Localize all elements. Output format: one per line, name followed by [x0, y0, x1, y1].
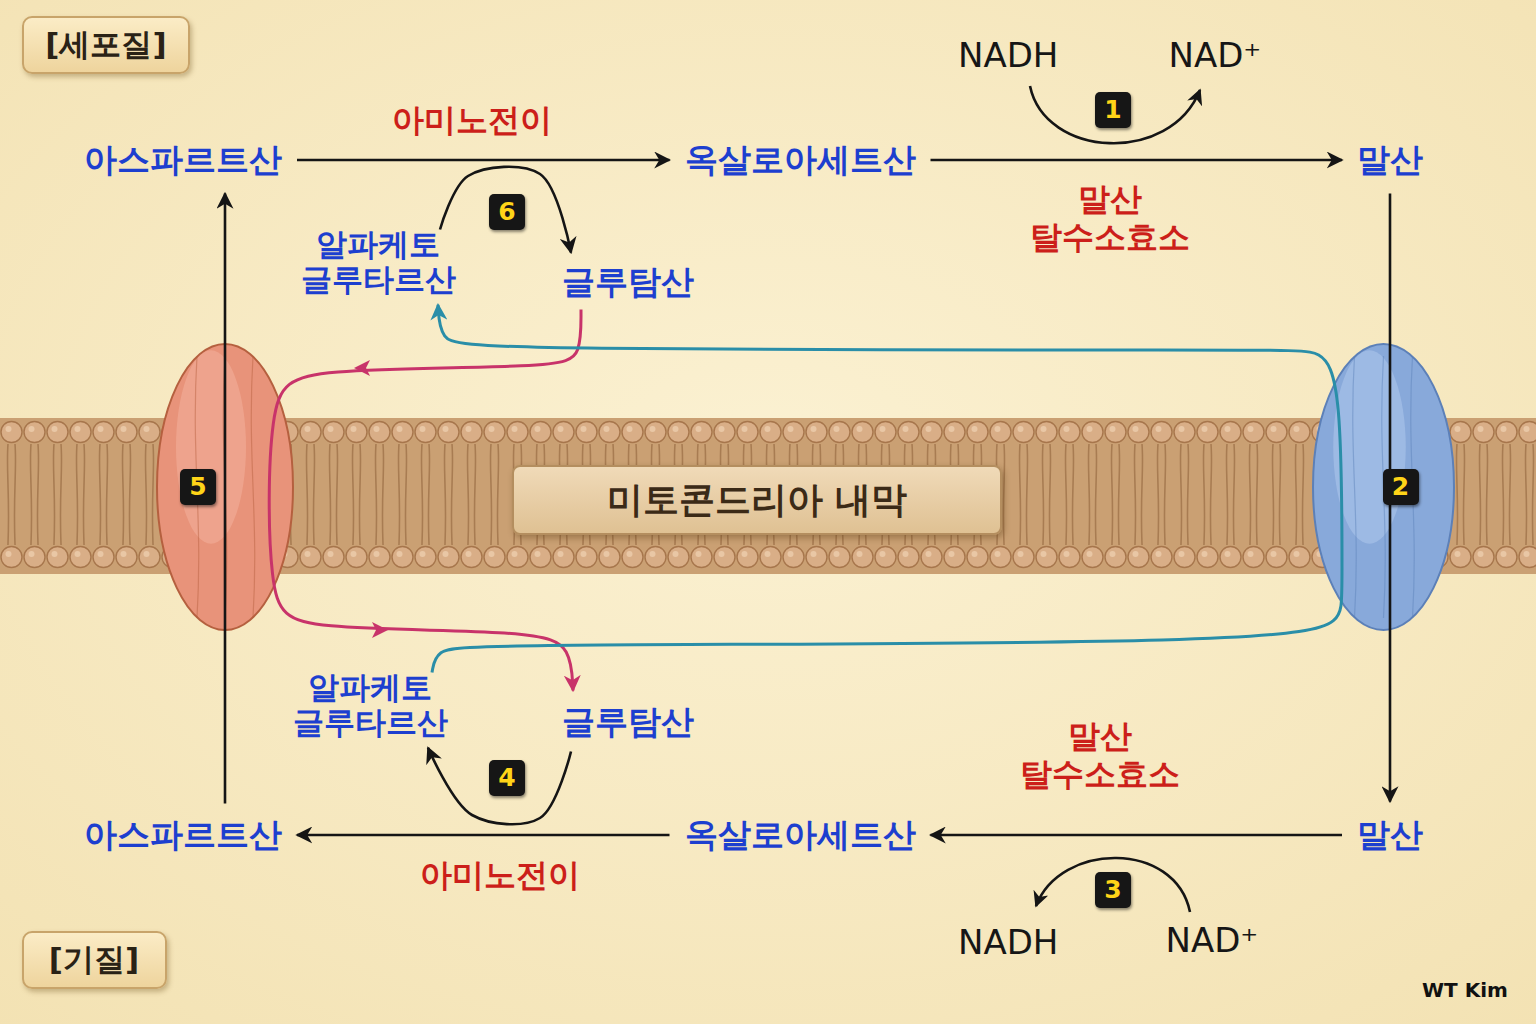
transporter-groove	[1352, 356, 1355, 618]
flow-chevron	[354, 360, 370, 376]
transporter-body	[1313, 344, 1454, 630]
callout-number: 5	[180, 469, 216, 505]
transporter-highlight	[1333, 350, 1406, 543]
metabolite-label: 알파케토 글루타르산	[280, 669, 460, 742]
node-text: [세포질]	[45, 24, 166, 66]
connector-arrow	[1389, 194, 1392, 802]
metabolite-label: 글루탐산	[559, 699, 697, 746]
membrane-label: 미토콘드리아 내막	[512, 465, 1002, 535]
metabolite-label: 아스파르트산	[81, 812, 285, 859]
cofactor-arc	[1030, 86, 1200, 143]
transporter-highlight	[176, 350, 246, 543]
callout-number: 2	[1383, 469, 1419, 505]
connector-arrow	[432, 305, 1342, 673]
node-text: 알파케토 글루타르산	[280, 669, 460, 742]
callout-number: 4	[489, 760, 525, 796]
connector-arrow	[931, 834, 1343, 837]
metabolite-label: 글루탐산	[559, 259, 697, 306]
metabolite-label: 알파케토 글루타르산	[288, 226, 468, 299]
transporter-protein: 5	[155, 342, 295, 632]
cofactor-label: NADH	[958, 35, 1058, 75]
cofactor-label: NAD⁺	[1166, 920, 1259, 960]
node-text: 아스파르트산	[81, 812, 285, 859]
metabolite-label: 아스파르트산	[81, 137, 285, 184]
node-text: 글루탐산	[559, 259, 697, 306]
connector-arrow	[297, 159, 670, 162]
enzyme-label: 아미노전이	[392, 101, 552, 139]
node-text: 말산	[1354, 812, 1426, 859]
transporter-groove	[223, 356, 226, 618]
cofactor-label: NADH	[958, 922, 1058, 962]
enzyme-label: 말산 탈수소효소	[995, 717, 1205, 794]
region-tag: [세포질]	[22, 16, 190, 74]
metabolite-label: 말산	[1354, 137, 1426, 184]
transporter-body	[157, 344, 293, 630]
connector-arrow	[269, 310, 581, 691]
node-text: 말산	[1354, 137, 1426, 184]
node-text: 옥살로아세트산	[682, 137, 919, 184]
cofactor-label: NAD⁺	[1169, 35, 1262, 75]
region-tag: [기질]	[22, 931, 167, 989]
transporter-protein: 2	[1311, 342, 1456, 632]
transporter-groove	[251, 356, 254, 618]
metabolite-label: 옥살로아세트산	[682, 137, 919, 184]
node-text: 미토콘드리아 내막	[607, 476, 908, 525]
connector-arrow	[428, 748, 571, 824]
node-text: 아스파르트산	[81, 137, 285, 184]
metabolite-label: 옥살로아세트산	[682, 812, 919, 859]
node-text: [기질]	[49, 939, 139, 981]
connector-arrow	[440, 167, 571, 253]
connector-arrow	[297, 834, 670, 837]
enzyme-label: 아미노전이	[420, 856, 580, 894]
enzyme-label: 말산 탈수소효소	[1005, 180, 1215, 257]
transporter-outline	[155, 342, 295, 632]
node-text: 옥살로아세트산	[682, 812, 919, 859]
callout-number: 6	[489, 194, 525, 230]
connector-arrow	[224, 194, 227, 804]
callout-number: 3	[1095, 872, 1131, 908]
callout-number: 1	[1095, 92, 1131, 128]
watermark: WT Kim	[1422, 978, 1508, 1002]
metabolite-label: 말산	[1354, 812, 1426, 859]
node-text: 글루탐산	[559, 699, 697, 746]
cofactor-arc	[1036, 858, 1190, 912]
flow-chevron	[372, 622, 388, 638]
node-text: 알파케토 글루타르산	[288, 226, 468, 299]
connector-arrow	[931, 159, 1343, 162]
